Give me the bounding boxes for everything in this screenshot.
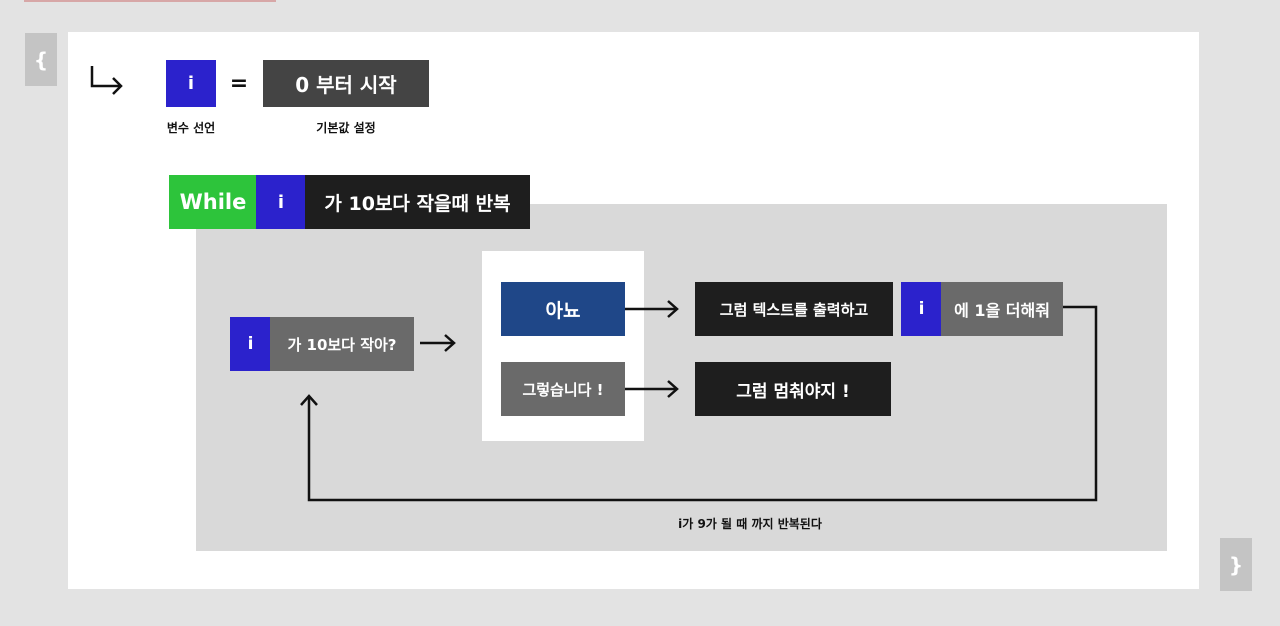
print-action-box: 그럼 텍스트를 출력하고 [695, 282, 893, 336]
print-action-label: 그럼 텍스트를 출력하고 [719, 300, 869, 319]
check-question-box: 가 10보다 작아? [270, 317, 414, 371]
while-var-box: i [256, 175, 306, 229]
var-caption: 변수 선언 [166, 121, 216, 135]
return-arrow-icon [90, 66, 123, 95]
declare-value-label: 0 부터 시작 [295, 73, 397, 97]
value-caption: 기본값 설정 [316, 121, 376, 135]
while-keyword-label: While [179, 190, 247, 214]
top-accent-line [24, 0, 276, 2]
answer-no-box: 아뇨 [501, 282, 625, 336]
stop-action-box: 그럼 멈춰야지 ! [695, 362, 891, 416]
add-var-box: i [901, 282, 942, 336]
answer-no-label: 아뇨 [545, 299, 581, 322]
add-var-label: i [918, 299, 925, 319]
add-one-box: 에 1을 더해줘 [941, 282, 1063, 336]
while-condition-box: 가 10보다 작을때 반복 [305, 175, 530, 229]
stop-action-label: 그럼 멈춰야지 ! [736, 381, 850, 402]
answer-yes-label: 그렇습니다 ! [522, 380, 604, 399]
open-brace-label: { [33, 47, 49, 72]
close-brace-label: } [1228, 552, 1244, 577]
answer-yes-box: 그렇습니다 ! [501, 362, 625, 416]
while-var-label: i [277, 191, 285, 213]
check-var-label: i [247, 334, 254, 354]
open-brace-tab: { [25, 33, 57, 86]
check-var-box: i [230, 317, 271, 371]
check-question-label: 가 10보다 작아? [287, 335, 397, 354]
equals-sign: = [229, 71, 249, 96]
while-condition-label: 가 10보다 작을때 반복 [324, 192, 511, 215]
while-keyword-box: While [169, 175, 257, 229]
add-one-label: 에 1을 더해줘 [954, 301, 1050, 320]
close-brace-tab: } [1220, 538, 1252, 591]
loop-body-panel [196, 204, 1167, 551]
loop-note: i가 9가 될 때 까지 반복된다 [678, 517, 822, 531]
declare-value-box: 0 부터 시작 [263, 60, 429, 107]
declare-var-box: i [166, 60, 216, 107]
loop-back-line [307, 305, 1098, 502]
declare-var-label: i [187, 73, 195, 94]
